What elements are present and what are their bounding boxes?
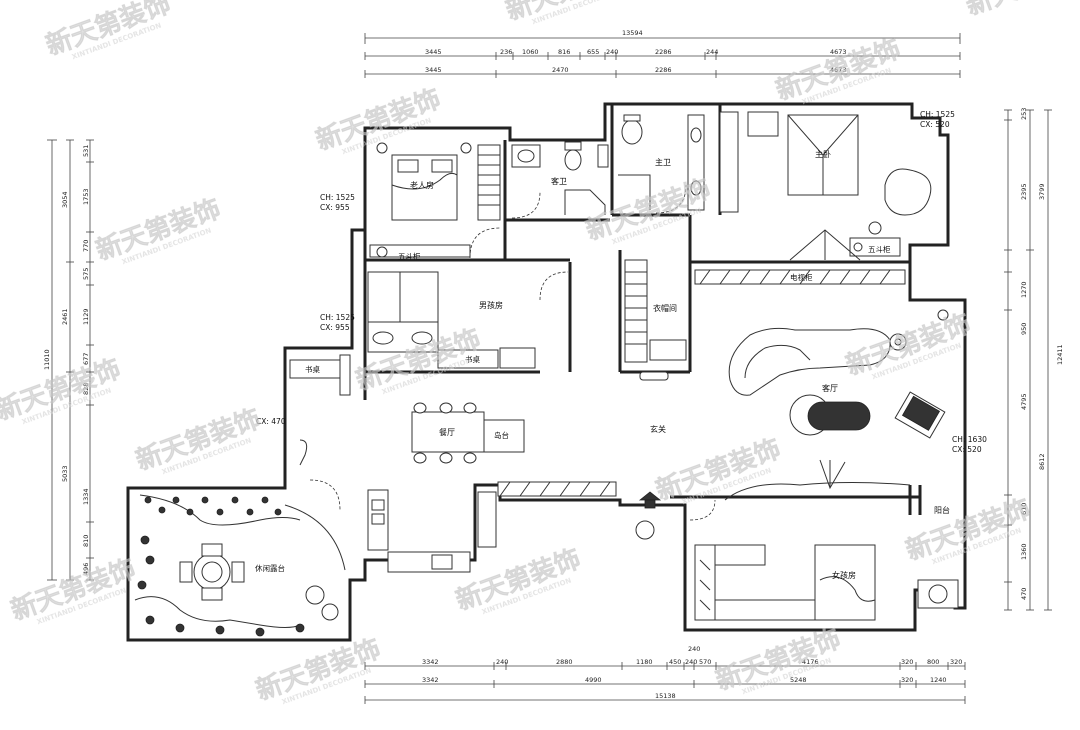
dim-left-inner-3: 575 [82, 268, 90, 280]
dim-right-inner-5: 610 [1020, 503, 1028, 515]
dim-bot-r2-1: 4990 [585, 676, 602, 684]
dim-left-inner-0: 531 [82, 145, 90, 157]
dim-bot-r1-10: 320 [950, 658, 962, 666]
dim-right-inner-6: 1360 [1020, 543, 1028, 560]
dim-right-inner-0: 253 [1020, 108, 1028, 120]
dim-bot-r1-0: 3342 [422, 658, 439, 666]
label-tv-cabinet: 电视柜 [790, 272, 813, 282]
bottom-dimensions: 3342 240 2880 1180 450 240 570 4176 320 … [364, 645, 966, 704]
label-girls-room: 女孩房 [832, 570, 856, 580]
label-leisure-terrace: 休闲露台 [255, 563, 285, 573]
terrace-table [179, 543, 245, 601]
dim-top-total: 13594 [622, 29, 643, 37]
dim-top-r2-1: 2470 [552, 66, 569, 74]
dim-top-r1-0: 3445 [425, 48, 442, 56]
dim-top-r1-5: 240 [606, 48, 618, 56]
dim-right-total: 12411 [1056, 344, 1064, 365]
dim-top-r2-0: 3445 [425, 66, 442, 74]
dim-top-r1-1: 236 [500, 48, 512, 56]
note-cx-boys: CX: 955 [320, 323, 350, 332]
dim-top-r1-7: 244 [706, 48, 718, 56]
dim-right-inner-7: 470 [1020, 588, 1028, 600]
dim-left-inner-8: 810 [82, 535, 90, 547]
label-entrance: 玄关 [650, 424, 666, 434]
label-balcony: 阳台 [934, 505, 950, 515]
label-five-drawer-elder: 五斗柜 [398, 251, 421, 261]
note-cx-living: CX: 520 [952, 445, 982, 454]
dim-left-outer-0: 3054 [61, 191, 69, 208]
dim-left-inner-4: 1129 [82, 308, 90, 325]
height-notes: CH: 1525 CX: 955 CH: 1525 CX: 955 CX: 47… [256, 110, 987, 454]
label-elder-room: 老人房 [410, 180, 434, 190]
left-dimensions: 11010 3054 2461 5033 531 1753 770 575 11… [43, 139, 94, 581]
dim-right-inner-1: 2395 [1020, 183, 1028, 200]
right-dimensions: 253 2395 1270 950 4795 610 1360 470 3799… [1004, 108, 1064, 611]
dim-bot-r1-8: 320 [901, 658, 913, 666]
label-five-drawer-master: 五斗柜 [868, 244, 891, 254]
note-ch-living: CH: 1630 [952, 435, 987, 444]
dim-left-inner-7: 1334 [82, 488, 90, 505]
dim-left-inner-1: 1753 [82, 188, 90, 205]
dim-bot-r2-0: 3342 [422, 676, 439, 684]
walls [126, 102, 967, 642]
label-desk-boys: 书桌 [465, 354, 480, 364]
dim-bot-r1-9: 800 [927, 658, 939, 666]
dim-left-outer-1: 2461 [61, 308, 69, 325]
dim-right-inner-3: 950 [1020, 323, 1028, 335]
dim-bot-mid: 240 [688, 645, 700, 653]
dim-left-inner-6: 828 [82, 383, 90, 395]
room-labels: 老人房 客卫 主卫 主卧 男孩房 衣帽间 客厅 餐厅 岛台 玄关 休闲露台 女孩… [255, 149, 950, 580]
label-living-room: 客厅 [822, 383, 838, 393]
label-master-bath: 主卫 [655, 157, 671, 167]
dim-right-outer-0: 3799 [1038, 183, 1046, 200]
watermark-cn: 新天第装饰 [962, 0, 1080, 22]
dim-top-r2-3: 4673 [830, 66, 847, 74]
dim-bot-r1-2: 2880 [556, 658, 573, 666]
dim-top-r1-2: 1060 [522, 48, 539, 56]
label-dining-room: 餐厅 [439, 428, 455, 437]
dim-bot-r1-5: 240 [685, 658, 697, 666]
dim-left-inner-2: 770 [82, 240, 90, 252]
dim-top-r1-3: 816 [558, 48, 570, 56]
armchair [894, 391, 946, 439]
dim-right-inner-4: 4795 [1020, 393, 1028, 410]
label-desk-study: 书桌 [305, 364, 320, 374]
dim-top-r1-6: 2286 [655, 48, 672, 56]
dim-top-r1-4: 655 [587, 48, 599, 56]
note-ch-boys: CH: 1525 [320, 313, 355, 322]
label-island: 岛台 [494, 430, 509, 440]
dim-bot-r1-6: 570 [699, 658, 711, 666]
note-cx-elder: CX: 955 [320, 203, 350, 212]
dim-bot-r1-7: 4176 [802, 658, 819, 666]
dim-left-outer-2: 5033 [61, 465, 69, 482]
label-cloakroom: 衣帽间 [653, 303, 677, 313]
dim-bot-r2-4: 1240 [930, 676, 947, 684]
dim-bot-total: 15138 [655, 692, 676, 700]
dim-bot-r2-3: 320 [901, 676, 913, 684]
dim-right-outer-1: 8612 [1038, 453, 1046, 470]
note-ch-elder: CH: 1525 [320, 193, 355, 202]
dim-left-inner-9: 496 [82, 563, 90, 575]
note-cx-master: CX: 520 [920, 120, 950, 129]
note-cx-study: CX: 470 [256, 417, 286, 426]
top-dimensions: 13594 3445 236 1060 816 655 240 2286 244… [364, 29, 961, 78]
label-boys-room: 男孩房 [479, 300, 503, 310]
dim-top-r1-8: 4673 [830, 48, 847, 56]
dim-left-total: 11010 [43, 349, 51, 370]
label-master-bedroom: 主卧 [815, 149, 831, 159]
dim-bot-r1-4: 450 [669, 658, 681, 666]
dim-right-inner-2: 1270 [1020, 281, 1028, 298]
dim-bot-r1-1: 240 [496, 658, 508, 666]
dim-top-r2-2: 2286 [655, 66, 672, 74]
note-ch-master: CH: 1525 [920, 110, 955, 119]
furniture [134, 111, 959, 637]
label-guest-bath: 客卫 [551, 176, 567, 186]
dim-left-inner-5: 677 [82, 353, 90, 365]
dim-bot-r2-2: 5248 [790, 676, 807, 684]
dim-bot-r1-3: 1180 [636, 658, 653, 666]
